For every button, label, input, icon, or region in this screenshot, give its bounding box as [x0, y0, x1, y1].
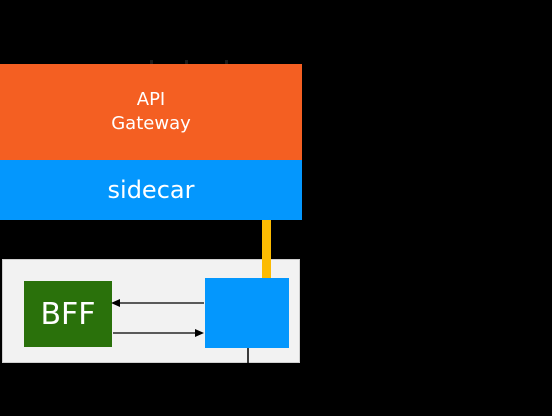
bff-label: BFF	[40, 296, 96, 332]
sidecar-label: sidecar	[107, 176, 195, 204]
bff-box: BFF	[24, 281, 112, 347]
gateway-top-tick-1	[150, 60, 153, 65]
service-sidecar-proxy-box	[205, 278, 289, 348]
gateway-top-tick-2	[185, 60, 188, 65]
api-gateway-label-line1: API	[136, 89, 166, 110]
gateway-sidecar-box: sidecar	[0, 160, 302, 220]
api-gateway-box: API Gateway	[0, 64, 302, 160]
sidecar-connector-line	[262, 220, 271, 280]
gateway-top-tick-3	[225, 60, 228, 65]
api-gateway-label-line2: Gateway	[111, 113, 191, 134]
